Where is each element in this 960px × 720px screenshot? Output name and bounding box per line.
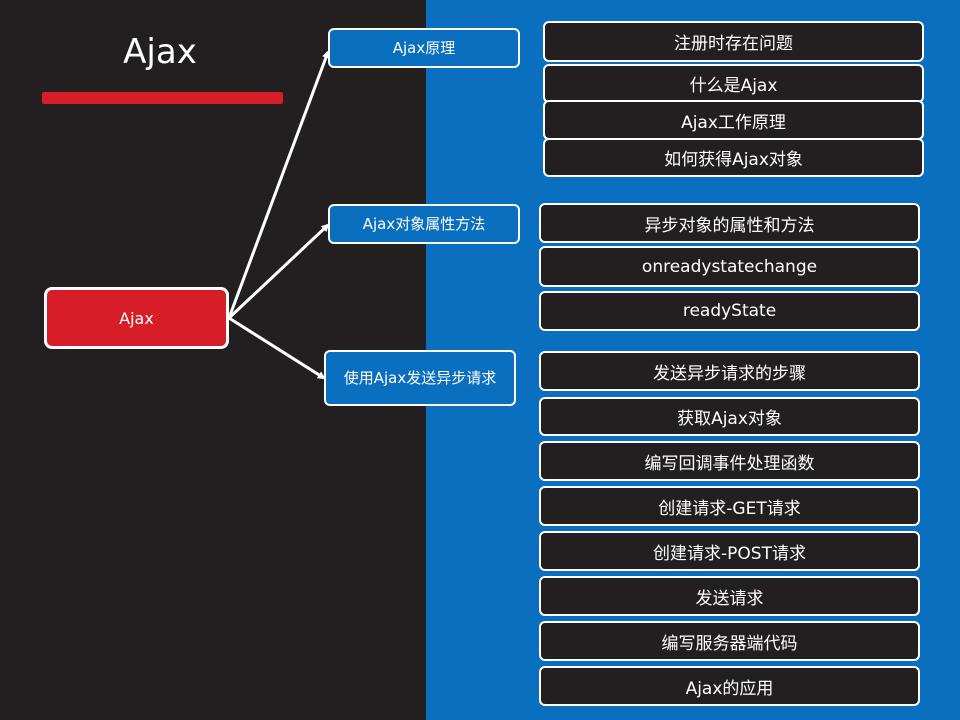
leaf-write-server-code: 编写服务器端代码 bbox=[539, 621, 920, 661]
arrow-to-send-async-request bbox=[228, 316, 326, 380]
leaf-create-get-request: 创建请求-GET请求 bbox=[539, 486, 920, 526]
root-node-ajax: Ajax bbox=[44, 287, 229, 349]
leaf-registration-problem: 注册时存在问题 bbox=[543, 21, 924, 62]
leaf-write-callback-handler: 编写回调事件处理函数 bbox=[539, 441, 920, 481]
leaf-onreadystatechange: onreadystatechange bbox=[539, 246, 920, 287]
leaf-async-request-steps: 发送异步请求的步骤 bbox=[539, 351, 920, 391]
leaf-what-is-ajax: 什么是Ajax bbox=[543, 64, 924, 103]
leaf-send-request: 发送请求 bbox=[539, 576, 920, 616]
leaf-readystate: readyState bbox=[539, 291, 920, 331]
page-title: Ajax bbox=[123, 32, 197, 72]
leaf-ajax-application: Ajax的应用 bbox=[539, 666, 920, 706]
leaf-get-ajax-object-step: 获取Ajax对象 bbox=[539, 397, 920, 436]
leaf-get-ajax-object: 如何获得Ajax对象 bbox=[543, 138, 924, 177]
leaf-ajax-working-principle: Ajax工作原理 bbox=[543, 100, 924, 140]
category-send-async-request: 使用Ajax发送异步请求 bbox=[324, 350, 516, 406]
arrow-to-ajax-principle bbox=[227, 50, 330, 319]
leaf-create-post-request: 创建请求-POST请求 bbox=[539, 531, 920, 571]
category-ajax-object-properties: Ajax对象属性方法 bbox=[328, 204, 520, 244]
category-ajax-principle: Ajax原理 bbox=[328, 28, 520, 68]
title-underline-bar bbox=[42, 92, 283, 104]
arrow-to-ajax-object-properties bbox=[227, 223, 330, 320]
leaf-async-object-properties-methods: 异步对象的属性和方法 bbox=[539, 203, 920, 243]
